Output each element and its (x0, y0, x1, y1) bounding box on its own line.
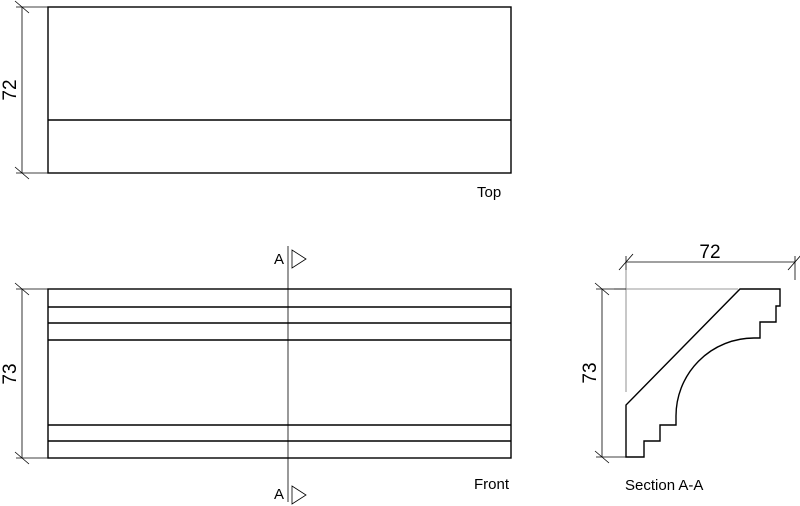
section-marker-bottom: A (274, 485, 307, 505)
section-profile-outline (625, 288, 781, 458)
section-width-value: 72 (699, 242, 720, 263)
front-view-outline (47, 288, 512, 459)
section-height-value: 73 (580, 362, 601, 383)
front-view: A A 73 Front (0, 246, 512, 505)
top-view: 72 Top (0, 0, 512, 201)
front-dim-tick-bottom (14, 451, 30, 465)
front-view-label: Front (474, 476, 510, 493)
front-view-dimension: 73 (0, 282, 48, 465)
section-marker-top-label: A (274, 251, 284, 268)
top-dim-tick-top (14, 0, 30, 14)
front-dim-tick-top (14, 282, 30, 296)
top-dim-tick-bottom (14, 166, 30, 180)
section-arrow-bottom-icon (291, 485, 307, 505)
section-marker-top: A (274, 249, 307, 269)
front-dim-value: 73 (0, 363, 21, 384)
section-width-dimension: 72 (618, 242, 800, 280)
section-width-tick-left (618, 253, 634, 271)
top-dim-value: 72 (0, 79, 21, 100)
section-view-label: Section A-A (625, 477, 703, 494)
section-arrow-top-icon (291, 249, 307, 269)
top-view-outline (47, 6, 512, 174)
top-view-dimension: 72 (0, 0, 48, 180)
section-view: 72 73 Section A-A (580, 242, 800, 494)
top-view-label: Top (477, 184, 501, 201)
section-height-dimension: 73 (580, 282, 626, 464)
section-marker-bottom-label: A (274, 486, 284, 503)
section-height-tick-bottom (594, 450, 610, 464)
section-height-tick-top (594, 282, 610, 296)
